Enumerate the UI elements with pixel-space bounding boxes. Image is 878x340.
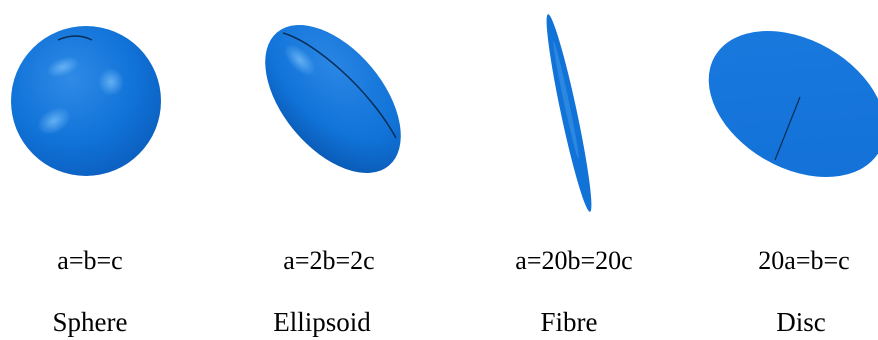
disc-shape [708,31,878,177]
sphere-shape [11,26,161,176]
ellipsoid-shape [265,25,401,173]
disc-formula: 20a=b=c [758,246,850,275]
disc-label: Disc [776,307,826,337]
sphere-formula: a=b=c [57,246,123,275]
fibre-formula: a=20b=20c [515,246,633,275]
ellipsoid-label: Ellipsoid [273,307,371,337]
fibre-shape [546,14,592,212]
sphere-label: Sphere [52,307,128,337]
ellipsoid-formula: a=2b=2c [283,246,375,275]
fibre-label: Fibre [540,307,598,337]
